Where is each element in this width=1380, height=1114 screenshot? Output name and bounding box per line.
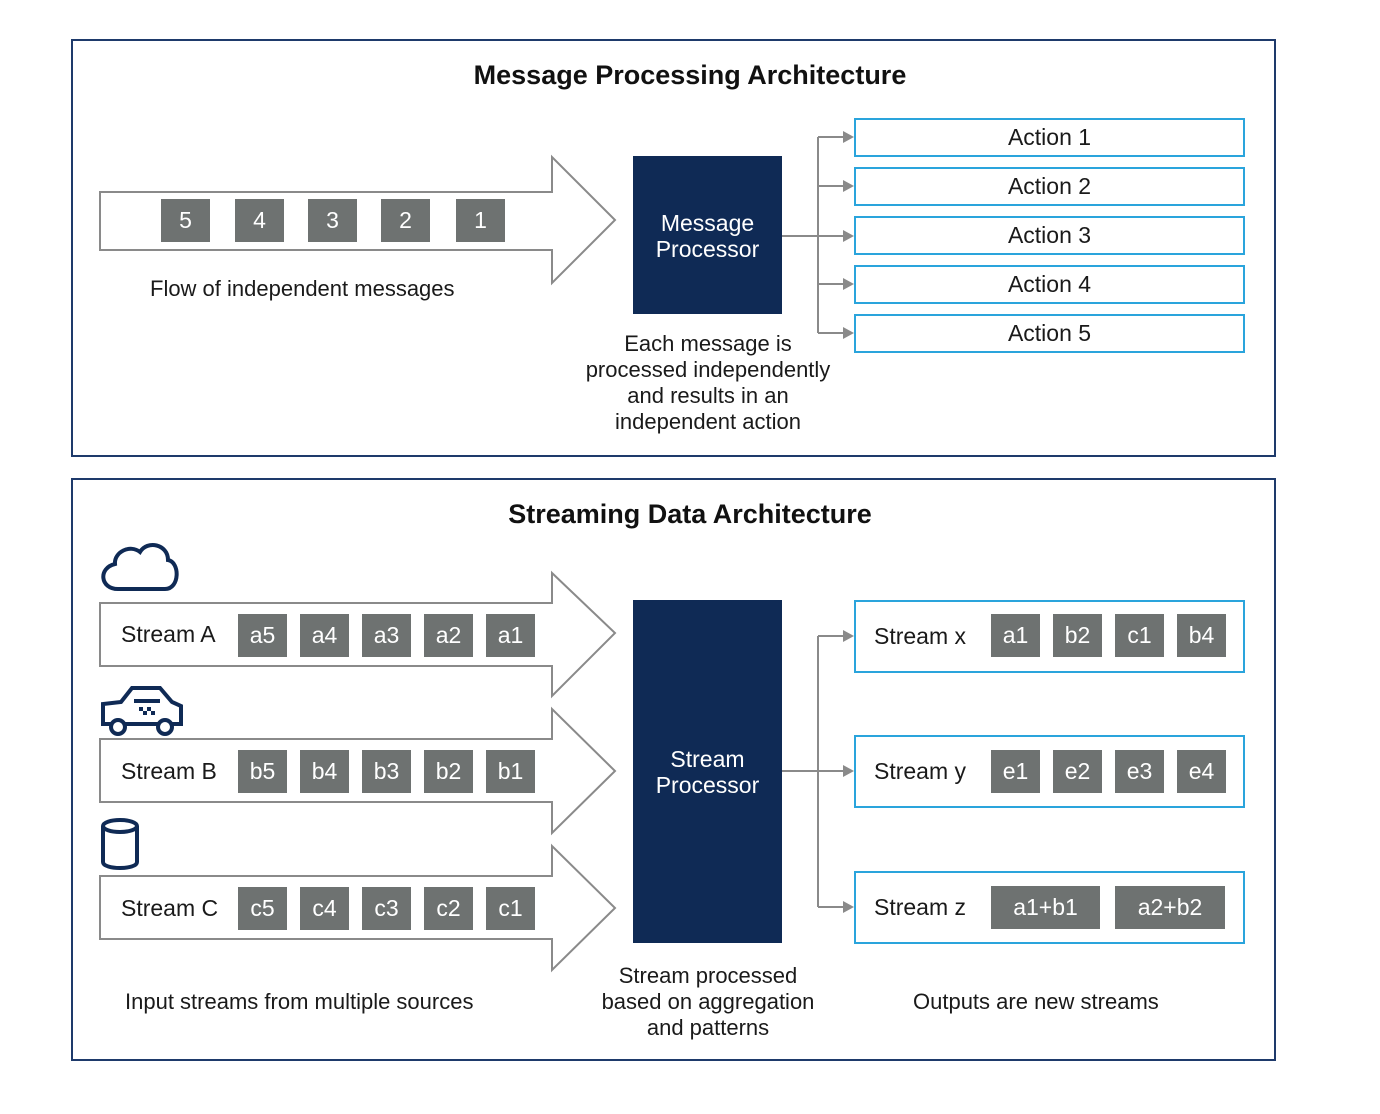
- stream-chip: b1: [486, 750, 535, 793]
- stream-chip: b2: [424, 750, 473, 793]
- stream-chip: a1: [486, 614, 535, 657]
- inputs-caption: Input streams from multiple sources: [125, 989, 474, 1014]
- message-chip: 4: [235, 199, 284, 242]
- stream-a-arrow: [99, 570, 617, 699]
- stream-chip: e1: [991, 750, 1040, 793]
- message-processor-caption: Each message is processed independently …: [558, 331, 858, 435]
- message-processor-label-line2: Processor: [655, 236, 760, 262]
- streaming-panel-title: Streaming Data Architecture: [508, 499, 872, 529]
- message-chip: 3: [308, 199, 357, 242]
- message-chip: 5: [161, 199, 210, 242]
- stream-chip: c3: [362, 887, 411, 930]
- stream-chip: b4: [300, 750, 349, 793]
- stream-chip: b2: [1053, 614, 1102, 657]
- output-stream-x-label: Stream x: [874, 623, 967, 649]
- message-flow-arrow: [99, 154, 617, 286]
- action-box: Action 2: [854, 167, 1245, 206]
- caption-line: and results in an: [627, 383, 789, 408]
- stream-chip: e4: [1177, 750, 1226, 793]
- stream-chip: c1: [1115, 614, 1164, 657]
- stream-b-arrow: [99, 706, 617, 836]
- stream-chip: c5: [238, 887, 287, 930]
- message-flow-caption: Flow of independent messages: [150, 276, 455, 301]
- stream-chip: e3: [1115, 750, 1164, 793]
- stream-c-label: Stream C: [121, 895, 219, 921]
- output-stream-y-label: Stream y: [874, 758, 967, 784]
- message-chip: 1: [456, 199, 505, 242]
- stream-chip: c1: [486, 887, 535, 930]
- caption-line: processed independently: [585, 357, 831, 382]
- stream-chip: a4: [300, 614, 349, 657]
- stream-chip: b5: [238, 750, 287, 793]
- caption-line: Each message is: [624, 331, 792, 356]
- stream-chip: c2: [424, 887, 473, 930]
- output-stream-z-label: Stream z: [874, 894, 967, 920]
- outputs-caption: Outputs are new streams: [913, 989, 1159, 1014]
- action-box: Action 3: [854, 216, 1245, 255]
- database-icon: [101, 818, 139, 870]
- stream-chip: a3: [362, 614, 411, 657]
- message-processor-label-line1: Message: [660, 210, 755, 236]
- action-box: Action 1: [854, 118, 1245, 157]
- caption-line: independent action: [615, 409, 801, 434]
- stream-processor-label-line1: Stream: [670, 746, 745, 772]
- action-box: Action 4: [854, 265, 1245, 304]
- output-connectors: [782, 630, 854, 913]
- stream-chip: a2: [424, 614, 473, 657]
- stream-processor: Stream Processor: [633, 600, 782, 943]
- stream-processor-caption: Stream processed based on aggregation an…: [568, 963, 848, 1041]
- action-box: Action 5: [854, 314, 1245, 353]
- stream-chip: c4: [300, 887, 349, 930]
- stream-c-arrow: [99, 843, 617, 973]
- stream-a-label: Stream A: [121, 621, 216, 647]
- stream-chip: a1: [991, 614, 1040, 657]
- cloud-icon: [101, 543, 179, 591]
- caption-line: and patterns: [646, 1015, 770, 1040]
- stream-chip: a1+b1: [991, 886, 1100, 929]
- stream-chip: e2: [1053, 750, 1102, 793]
- message-processor: Message Processor: [633, 156, 782, 314]
- stream-chip: a5: [238, 614, 287, 657]
- stream-chip: b3: [362, 750, 411, 793]
- stream-b-label: Stream B: [121, 758, 217, 784]
- message-chip: 2: [381, 199, 430, 242]
- stream-processor-label-line2: Processor: [655, 772, 760, 798]
- caption-line: Stream processed: [618, 963, 798, 988]
- caption-line: based on aggregation: [601, 989, 815, 1014]
- stream-chip: b4: [1177, 614, 1226, 657]
- action-connectors: [782, 131, 854, 339]
- message-panel-title: Message Processing Architecture: [473, 60, 907, 90]
- car-icon: [101, 686, 183, 736]
- stream-chip: a2+b2: [1115, 886, 1225, 929]
